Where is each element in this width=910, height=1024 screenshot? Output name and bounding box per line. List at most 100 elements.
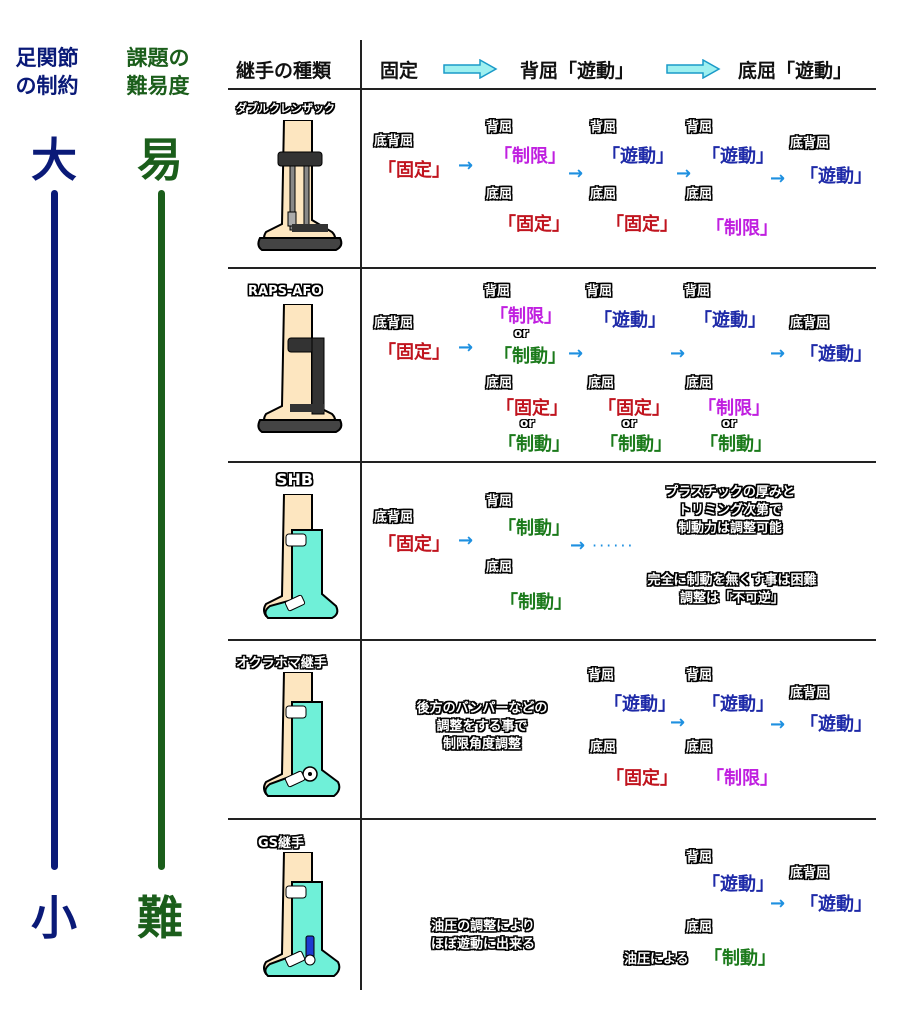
r1-dorsi-label-3: 背屈	[686, 120, 713, 135]
r1-arrow-2: →	[568, 163, 584, 184]
header-arrow-1	[443, 59, 498, 79]
header-divider	[228, 88, 876, 90]
r2-both-label-2: 底背屈	[790, 316, 830, 331]
r3-fixed-state: 「固定」	[378, 534, 450, 555]
difficulty-header-line1: 課題の	[126, 46, 190, 70]
r1-fixed-state-3: 「固定」	[606, 214, 678, 235]
r1-plantar-label-1: 底屈	[486, 187, 513, 202]
r3-arrow-2: →	[570, 535, 586, 556]
r2-fixed-state-3: 「固定」	[598, 398, 670, 419]
row-divider-1	[228, 267, 876, 269]
orthosis-name-shb: SHB	[276, 470, 314, 489]
r3-dotted-continuation: ······	[592, 536, 635, 555]
r1-free-state-2: 「遊動」	[702, 146, 774, 167]
r2-or-3: or	[622, 416, 637, 430]
r2-dorsi-label-2: 背屈	[586, 284, 613, 299]
row-divider-3	[228, 639, 876, 641]
difficulty-header-line2: 難易度	[126, 74, 190, 98]
orthosis-name-gs: GS継手	[258, 836, 305, 851]
r5-brake-state: 「制動」	[704, 948, 776, 969]
r1-limit-state-1: 「制限」	[494, 146, 566, 167]
r1-free-state-1: 「遊動」	[602, 146, 674, 167]
r2-both-label: 底背屈	[374, 316, 414, 331]
r3-brake-state-2: 「制動」	[500, 592, 572, 613]
plantar-free-header: 底屈「遊動」	[738, 60, 853, 82]
table-vertical-divider	[360, 40, 362, 990]
r2-dorsi-label-3: 背屈	[684, 284, 711, 299]
r2-dorsi-label-1: 背屈	[484, 284, 511, 299]
joint-constraint-header-line2: の制約	[15, 74, 79, 98]
r2-brake-state-3: 「制動」	[600, 434, 672, 455]
r5-arrow: →	[770, 893, 786, 914]
raps-afo-illustration	[257, 304, 343, 433]
r2-brake-state-1: 「制動」	[494, 346, 566, 367]
r1-both-label-2: 底背屈	[790, 136, 830, 151]
r5-oil-prefix: 油圧による	[624, 952, 689, 967]
r4-both-label: 底背屈	[790, 686, 830, 701]
r2-brake-state-4: 「制動」	[700, 434, 772, 455]
r4-note-line1: 後方のバンパーなどの	[416, 701, 548, 716]
r3-note-thickness-line1: プラスチックの厚みと	[665, 485, 795, 500]
orthosis-name-raps-afo: RAPS-AFO	[248, 284, 323, 299]
constraint-small-label: 小	[31, 891, 77, 945]
r3-note-thickness-line2: トリミング次第で	[677, 503, 782, 518]
r4-fixed-state: 「固定」	[606, 768, 678, 789]
r4-plantar-label-1: 底屈	[590, 740, 617, 755]
difficulty-easy-label: 易	[137, 133, 183, 187]
r4-note-bumper: 後方のバンパーなどの 調整をする事で 制限角度調整	[392, 700, 572, 754]
r2-arrow-2: →	[568, 343, 584, 364]
r1-limit-state-2: 「制限」	[706, 218, 778, 239]
r3-arrow-1: →	[458, 530, 474, 551]
shb-illustration	[263, 494, 339, 619]
fixed-header: 固定	[380, 60, 419, 82]
r1-arrow-4: →	[770, 168, 786, 189]
r4-dorsi-label-2: 背屈	[686, 668, 713, 683]
r4-dorsi-label-1: 背屈	[588, 668, 615, 683]
gs-illustration	[263, 852, 341, 977]
r1-arrow-3: →	[676, 163, 692, 184]
r5-note-line1: 油圧の調整により	[431, 919, 535, 934]
r1-fixed-state-2: 「固定」	[498, 214, 570, 235]
r2-free-state-1: 「遊動」	[594, 310, 666, 331]
r2-plantar-label-1: 底屈	[486, 376, 513, 391]
r3-note-irreversible: 完全に制動を無くす事は困難 調整は「不可逆」	[612, 572, 852, 608]
r1-fixed-state: 「固定」	[378, 160, 450, 181]
r3-note-irreversible-line2: 調整は「不可逆」	[679, 591, 784, 606]
r2-brake-state-2: 「制動」	[498, 434, 570, 455]
r5-free-state-1: 「遊動」	[702, 874, 774, 895]
constraint-large-label: 大	[31, 133, 77, 187]
joint-constraint-header-line1: 足関節	[15, 46, 79, 70]
r5-note-oil: 油圧の調整により ほぼ遊動に出来る	[408, 918, 558, 954]
r4-free-state-1: 「遊動」	[604, 694, 676, 715]
r1-dorsi-label-1: 背屈	[486, 120, 513, 135]
r3-note-irreversible-line1: 完全に制動を無くす事は困難	[647, 573, 817, 588]
r2-plantar-label-3: 底屈	[686, 376, 713, 391]
r5-plantar-label: 底屈	[686, 920, 713, 935]
r2-free-state-final: 「遊動」	[800, 344, 872, 365]
row-divider-2	[228, 461, 876, 463]
r3-note-thickness: プラスチックの厚みと トリミング次第で 制動力は調整可能	[620, 484, 840, 538]
row-divider-4	[228, 818, 876, 820]
r1-plantar-label-3: 底屈	[686, 187, 713, 202]
r1-arrow-1: →	[458, 155, 474, 176]
r2-or-2: or	[520, 416, 535, 430]
r2-plantar-label-2: 底屈	[588, 376, 615, 391]
r3-brake-state-1: 「制動」	[498, 518, 570, 539]
r4-free-state-final: 「遊動」	[800, 714, 872, 735]
dorsi-free-header: 背屈「遊動」	[520, 60, 635, 82]
r1-plantar-label-2: 底屈	[590, 187, 617, 202]
r2-arrow-3: →	[670, 343, 686, 364]
r2-arrow-1: →	[458, 337, 474, 358]
joint-constraint-header: 足関節 の制約	[4, 44, 90, 100]
r3-dorsi-label: 背屈	[486, 494, 513, 509]
difficulty-header: 課題の 難易度	[110, 44, 206, 100]
r2-fixed-state: 「固定」	[378, 342, 450, 363]
r2-limit-state-1: 「制限」	[490, 306, 562, 327]
r1-both-label: 底背屈	[374, 134, 414, 149]
r4-plantar-label-2: 底屈	[686, 740, 713, 755]
r2-arrow-4: →	[770, 343, 786, 364]
constraint-scale-line	[51, 190, 58, 870]
r2-free-state-2: 「遊動」	[694, 310, 766, 331]
r4-note-line2: 調整をする事で	[436, 719, 528, 734]
r5-free-state-final: 「遊動」	[800, 894, 872, 915]
